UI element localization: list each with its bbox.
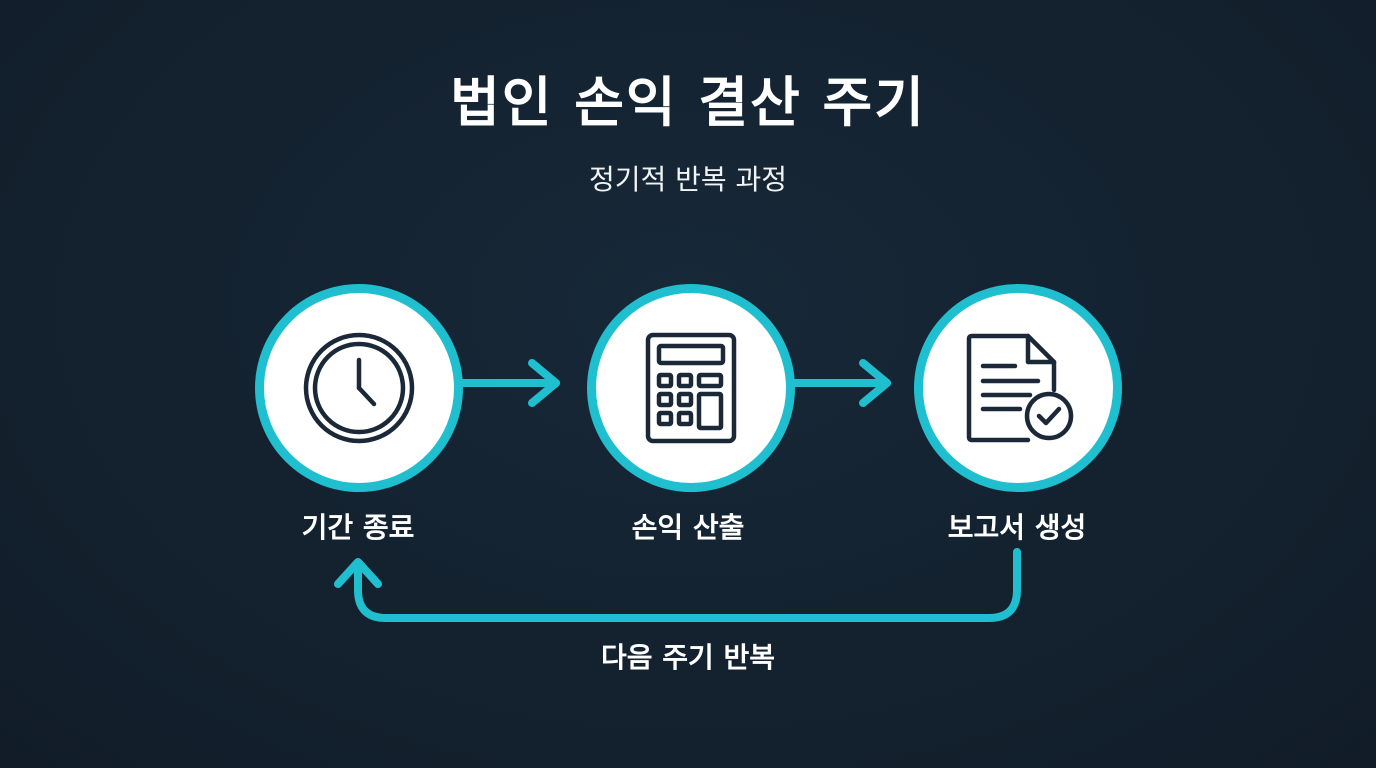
calculator-icon <box>645 332 737 444</box>
diagram-title: 법인 손익 결산 주기 <box>450 71 926 134</box>
step-label-profit-calculation: 손익 산출 <box>631 511 745 544</box>
clock-icon <box>303 332 415 444</box>
loop-back-arrowhead <box>334 558 382 588</box>
step-label-report-generation: 보고서 생성 <box>947 511 1087 544</box>
step-node-report-generation <box>914 284 1122 492</box>
step-node-profit-calculation <box>587 284 795 492</box>
loop-back-arrow <box>354 548 1021 622</box>
step-node-period-end <box>255 284 463 492</box>
document-check-icon <box>966 333 1074 443</box>
arrowhead-step2-to-step3 <box>859 359 891 407</box>
arrowhead-step1-to-step2 <box>528 359 560 407</box>
loop-back-label: 다음 주기 반복 <box>600 641 776 674</box>
diagram-subtitle: 정기적 반복 과정 <box>588 163 788 196</box>
step-label-period-end: 기간 종료 <box>301 511 415 544</box>
